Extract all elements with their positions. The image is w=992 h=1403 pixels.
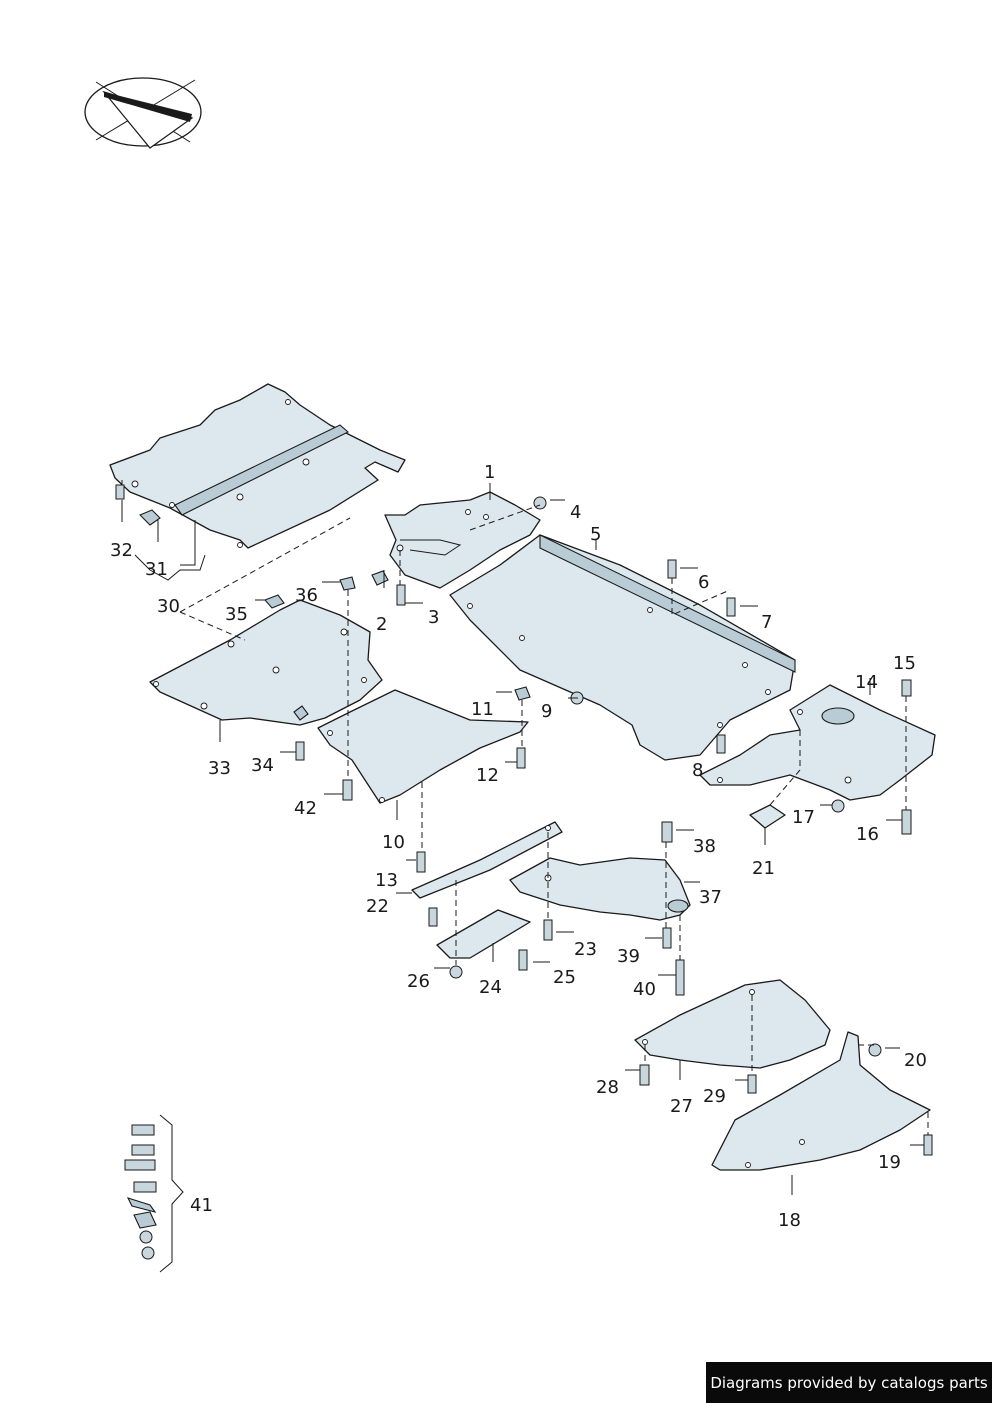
callout-3: 3 (428, 607, 439, 628)
callout-16: 16 (856, 824, 879, 845)
callout-41: 41 (190, 1195, 213, 1216)
callout-21: 21 (752, 858, 775, 879)
cross-strip-part-22 (411, 821, 563, 899)
callout-12: 12 (476, 765, 499, 786)
callout-23: 23 (574, 939, 597, 960)
callout-42: 42 (294, 798, 317, 819)
callout-39: 39 (617, 946, 640, 967)
callout-4: 4 (570, 502, 581, 523)
callout-35: 35 (225, 604, 248, 625)
callout-27: 27 (670, 1096, 693, 1117)
callout-11: 11 (471, 699, 494, 720)
callout-40: 40 (633, 979, 656, 1000)
callout-36: 36 (295, 585, 318, 606)
vehicle-orientation-icon (84, 77, 202, 149)
underbody-panel-right (699, 684, 936, 801)
underbody-panel-rear-lower (149, 599, 383, 726)
callout-29: 29 (703, 1086, 726, 1107)
callout-34: 34 (251, 755, 274, 776)
callout-14: 14 (855, 672, 878, 693)
callout-17: 17 (792, 807, 815, 828)
callout-31: 31 (145, 559, 168, 580)
callout-33: 33 (208, 758, 231, 779)
callout-32: 32 (110, 540, 133, 561)
callout-19: 19 (878, 1152, 901, 1173)
underbody-panel-part-18 (711, 1031, 931, 1171)
plate-part-21 (749, 804, 786, 829)
callout-26: 26 (407, 971, 430, 992)
callout-25: 25 (553, 967, 576, 988)
underbody-panel-rear-top (109, 383, 406, 549)
callout-6: 6 (698, 572, 709, 593)
callout-20: 20 (904, 1050, 927, 1071)
callout-8: 8 (692, 760, 703, 781)
callout-labels: 1 2 3 4 5 6 7 8 9 10 11 12 13 14 15 16 1… (110, 462, 927, 1231)
provider-watermark: Diagrams provided by catalogs parts (706, 1362, 992, 1403)
plate-part-24 (436, 909, 531, 959)
callout-13: 13 (375, 870, 398, 891)
callout-28: 28 (596, 1077, 619, 1098)
callout-18: 18 (778, 1210, 801, 1231)
callout-5: 5 (590, 524, 601, 545)
callout-1: 1 (484, 462, 495, 483)
callout-7: 7 (761, 612, 772, 633)
callout-9: 9 (541, 701, 552, 722)
callout-2: 2 (376, 614, 387, 635)
underbody-panel-part-10 (317, 689, 529, 804)
callout-22: 22 (366, 896, 389, 917)
callout-37: 37 (699, 887, 722, 908)
bracket-part-37 (509, 857, 691, 921)
callout-30: 30 (157, 596, 180, 617)
underbody-panel-part-1 (384, 491, 541, 589)
callout-38: 38 (693, 836, 716, 857)
leader-lines (121, 480, 929, 1273)
underbody-panel-part-27 (634, 979, 831, 1069)
callout-10: 10 (382, 832, 405, 853)
callout-15: 15 (893, 653, 916, 674)
fasteners (115, 484, 933, 1260)
callout-24: 24 (479, 977, 502, 998)
